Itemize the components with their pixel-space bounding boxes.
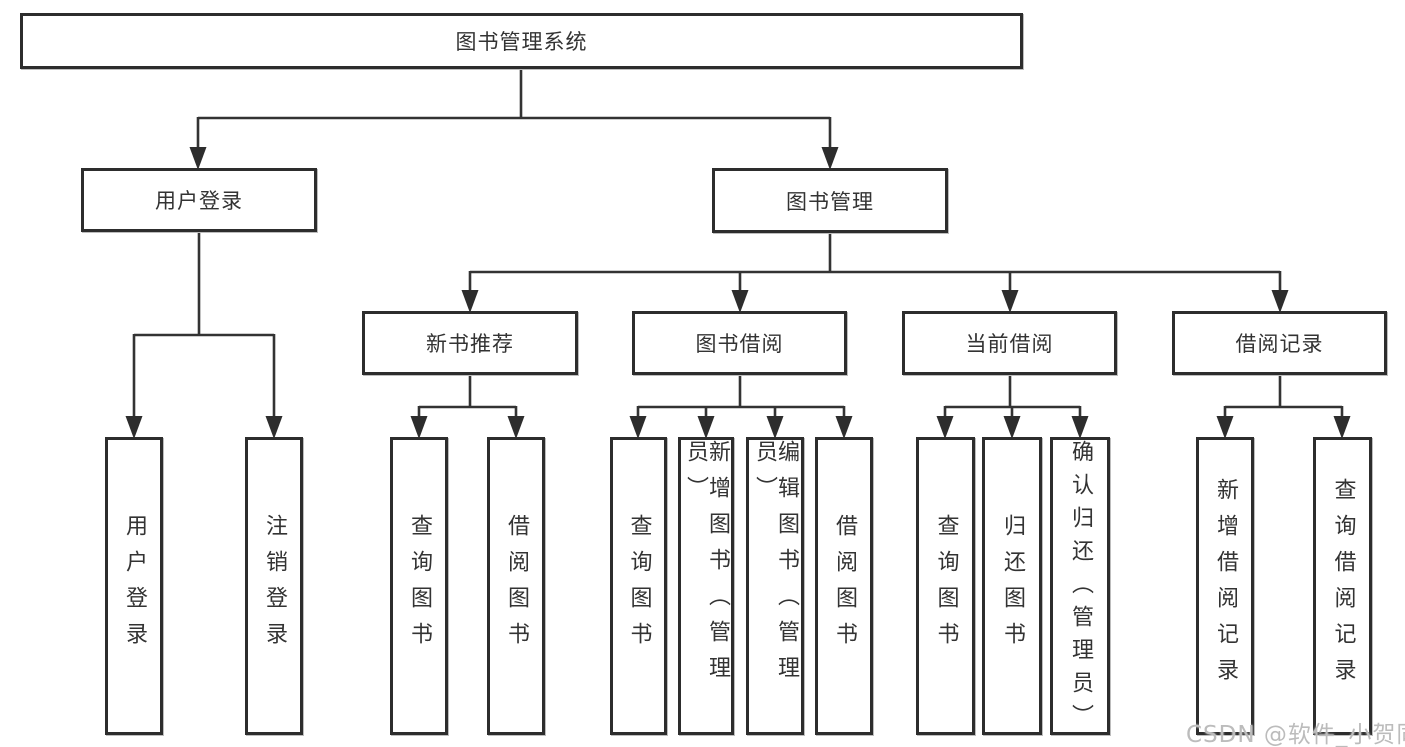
node-leaf-user-login: 用户登录 xyxy=(105,437,163,735)
node-leaf-add-book-admin: 新增图书（管理员） xyxy=(678,437,734,735)
arrowhead-icon xyxy=(507,416,525,439)
node-leaf-borrow-book-borrowing-label: 借阅图书 xyxy=(832,514,857,658)
csdn-watermark: CSDN @软件_小贺同学 xyxy=(1186,722,1405,747)
node-user-login-label: 用户登录 xyxy=(155,189,243,213)
node-book-mgmt: 图书管理 xyxy=(712,168,948,233)
node-leaf-query-book-borrowing-label: 查询图书 xyxy=(626,514,652,658)
arrowhead-icon xyxy=(629,416,647,439)
edge-book-borrow-to-leaves xyxy=(629,375,853,439)
node-leaf-borrow-book-borrowing: 借阅图书 xyxy=(815,437,873,735)
arrowhead-icon xyxy=(835,416,853,439)
edge-current-borrow-to-leaves xyxy=(936,375,1089,439)
arrowhead-icon xyxy=(1001,290,1019,313)
edge-book-mgmt-to-level3 xyxy=(461,233,1289,313)
arrowhead-icon xyxy=(821,147,839,170)
edge-user-login-to-leaves xyxy=(125,232,283,439)
node-leaf-query-borrow-record-label: 查询借阅记录 xyxy=(1330,478,1356,694)
arrowhead-icon xyxy=(410,416,428,439)
arrowhead-icon xyxy=(1071,416,1089,439)
node-new-book-rec: 新书推荐 xyxy=(362,311,578,375)
node-leaf-borrow-book-newbooks-label: 借阅图书 xyxy=(504,514,529,658)
node-leaf-user-login-label: 用户登录 xyxy=(122,514,147,658)
node-leaf-borrow-book-newbooks: 借阅图书 xyxy=(487,437,545,735)
node-new-book-rec-label: 新书推荐 xyxy=(426,332,514,356)
node-borrow-records-label: 借阅记录 xyxy=(1235,332,1324,356)
arrowhead-icon xyxy=(697,416,715,439)
node-book-borrow: 图书借阅 xyxy=(632,311,847,375)
arrowhead-icon xyxy=(461,290,479,313)
node-leaf-logout-label: 注销登录 xyxy=(262,514,287,658)
node-current-borrow-label: 当前借阅 xyxy=(965,332,1054,356)
node-current-borrow: 当前借阅 xyxy=(902,311,1117,375)
arrowhead-icon xyxy=(1216,416,1234,439)
node-leaf-add-book-admin-label: 新增图书（管理员） xyxy=(683,440,730,692)
arrowhead-icon xyxy=(1271,290,1289,313)
node-leaf-confirm-return-admin: 确认归还（管理员） xyxy=(1050,437,1110,737)
node-user-login: 用户登录 xyxy=(81,168,317,232)
arrowhead-icon xyxy=(265,416,283,439)
node-book-borrow-label: 图书借阅 xyxy=(695,332,784,356)
arrowhead-icon xyxy=(1003,416,1021,439)
edge-root-to-level2 xyxy=(189,69,839,170)
arrowhead-icon xyxy=(936,416,954,439)
node-leaf-logout: 注销登录 xyxy=(245,437,303,735)
arrowhead-icon xyxy=(731,290,749,313)
node-leaf-add-borrow-record-label: 新增借阅记录 xyxy=(1213,478,1238,694)
node-library-system-label: 图书管理系统 xyxy=(455,30,588,54)
node-leaf-edit-book-admin-label: 编辑图书（管理员） xyxy=(752,440,799,692)
node-leaf-edit-book-admin: 编辑图书（管理员） xyxy=(746,437,804,735)
edge-borrow-records-to-leaves xyxy=(1216,375,1351,439)
node-leaf-return-book-label: 归还图书 xyxy=(1000,514,1025,658)
node-book-mgmt-label: 图书管理 xyxy=(786,189,874,214)
edge-new-book-rec-to-leaves xyxy=(410,375,525,439)
arrowhead-icon xyxy=(125,416,143,439)
node-leaf-query-book-current: 查询图书 xyxy=(916,437,975,735)
arrowhead-icon xyxy=(189,147,207,170)
node-leaf-add-borrow-record: 新增借阅记录 xyxy=(1196,437,1254,735)
arrowhead-icon xyxy=(766,416,784,439)
node-leaf-query-book-newbooks-label: 查询图书 xyxy=(407,514,432,658)
node-library-system: 图书管理系统 xyxy=(20,13,1023,69)
node-leaf-query-book-borrowing: 查询图书 xyxy=(610,437,667,735)
node-leaf-confirm-return-admin-label: 确认归还（管理员） xyxy=(1068,440,1093,737)
node-leaf-query-book-current-label: 查询图书 xyxy=(933,514,959,658)
node-leaf-query-book-newbooks: 查询图书 xyxy=(390,437,448,735)
node-borrow-records: 借阅记录 xyxy=(1172,311,1387,375)
node-leaf-query-borrow-record: 查询借阅记录 xyxy=(1313,437,1372,735)
node-leaf-return-book: 归还图书 xyxy=(982,437,1042,735)
arrowhead-icon xyxy=(1333,416,1351,439)
